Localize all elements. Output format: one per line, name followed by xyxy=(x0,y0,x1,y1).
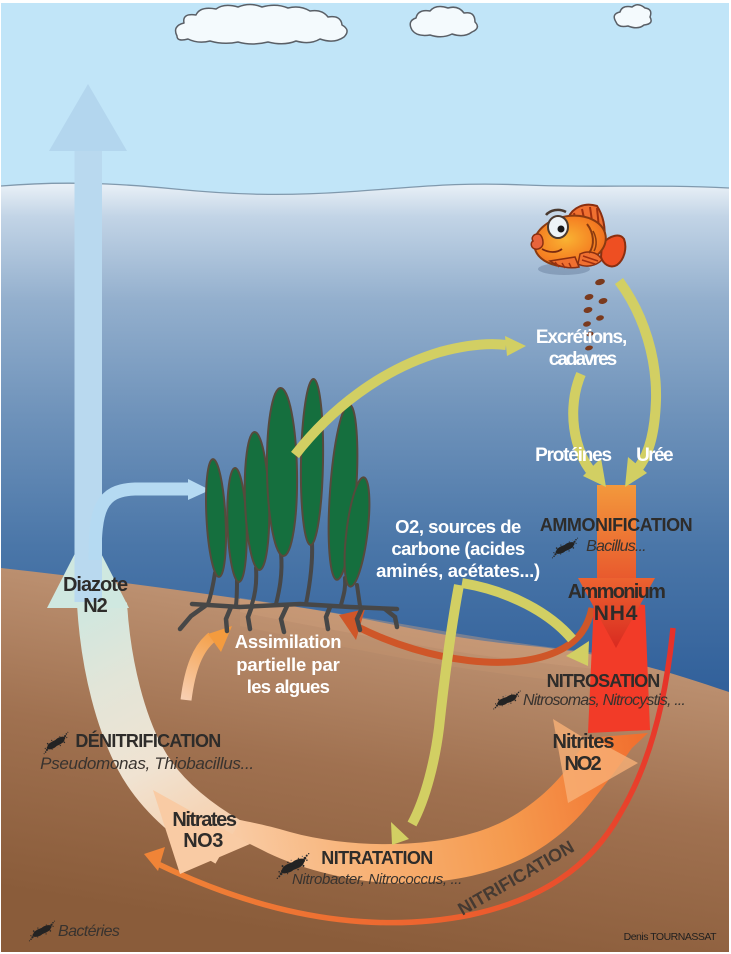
svg-text:les algues: les algues xyxy=(247,676,330,697)
svg-text:O2, sources de: O2, sources de xyxy=(395,516,521,537)
svg-text:aminés, acétates...): aminés, acétates...) xyxy=(376,560,540,581)
svg-text:NITRATATION: NITRATATION xyxy=(321,848,432,868)
svg-text:AMMONIFICATION: AMMONIFICATION xyxy=(540,515,692,535)
svg-text:Nitrobacter, Nitrococcus, ...: Nitrobacter, Nitrococcus, ... xyxy=(292,871,462,888)
svg-text:Bactéries: Bactéries xyxy=(58,923,120,940)
svg-text:carbone (acides: carbone (acides xyxy=(391,538,525,559)
svg-text:Excrétions,: Excrétions, xyxy=(536,327,627,348)
svg-text:cadavres: cadavres xyxy=(549,349,617,370)
svg-text:NO3: NO3 xyxy=(183,830,223,852)
svg-text:Nitrites: Nitrites xyxy=(553,731,615,753)
svg-text:partielle par: partielle par xyxy=(236,654,340,675)
svg-text:N2: N2 xyxy=(83,595,107,617)
svg-text:Bacillus...: Bacillus... xyxy=(586,538,646,555)
svg-text:Nitrates: Nitrates xyxy=(172,809,237,831)
svg-text:NITROSATION: NITROSATION xyxy=(547,671,660,691)
svg-text:Denis TOURNASSAT: Denis TOURNASSAT xyxy=(624,931,717,943)
svg-text:Urée: Urée xyxy=(636,445,673,466)
svg-text:NH4: NH4 xyxy=(594,602,638,625)
svg-text:Protéines: Protéines xyxy=(535,445,611,466)
svg-text:Ammonium: Ammonium xyxy=(568,581,665,603)
svg-text:NO2: NO2 xyxy=(564,753,601,775)
svg-text:Pseudomonas, Thiobacillus...: Pseudomonas, Thiobacillus... xyxy=(40,754,254,773)
svg-text:Assimilation: Assimilation xyxy=(235,631,341,652)
svg-text:Nitrosomas, Nitrocystis, ...: Nitrosomas, Nitrocystis, ... xyxy=(523,692,685,709)
svg-text:Diazote: Diazote xyxy=(63,574,128,596)
svg-text:DÉNITRIFICATION: DÉNITRIFICATION xyxy=(75,730,220,751)
